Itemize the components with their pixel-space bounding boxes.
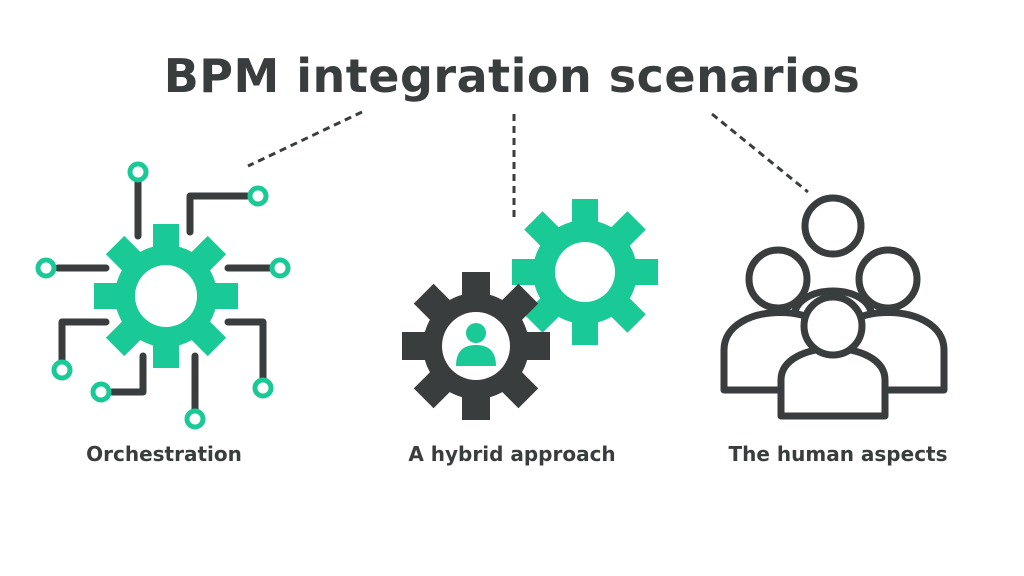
trace-lower-right — [224, 318, 267, 382]
node-top — [127, 161, 149, 183]
node-left — [35, 257, 57, 279]
node-top-right — [247, 185, 269, 207]
scenario-label-orchestration: Orchestration — [86, 442, 242, 466]
node-bottom-left — [90, 381, 112, 403]
person-icon — [456, 323, 496, 366]
hybrid-gears-icon — [402, 199, 658, 420]
hybrid-green-gear — [512, 199, 658, 345]
node-bottom — [184, 408, 206, 430]
connector-line-human — [711, 112, 809, 194]
node-lower-left — [51, 359, 73, 381]
people-group-icon — [720, 194, 948, 420]
trace-top-right — [186, 192, 251, 236]
circuit-gear-icon — [35, 161, 291, 430]
circuit-nodes — [35, 161, 291, 430]
node-lower-right — [252, 377, 274, 399]
scenario-label-hybrid: A hybrid approach — [408, 442, 616, 466]
hybrid-dark-gear — [402, 272, 550, 420]
node-right — [269, 257, 291, 279]
trace-lower-left — [58, 318, 110, 366]
page-title: BPM integration scenarios — [163, 49, 861, 103]
connector-line-orchestration — [247, 110, 363, 168]
person-front — [777, 293, 889, 420]
connector-lines — [247, 110, 809, 222]
circuit-traces — [54, 177, 274, 414]
trace-bottom-left — [108, 352, 147, 396]
scenario-label-human: The human aspects — [728, 442, 948, 466]
orchestration-gear — [94, 224, 238, 368]
